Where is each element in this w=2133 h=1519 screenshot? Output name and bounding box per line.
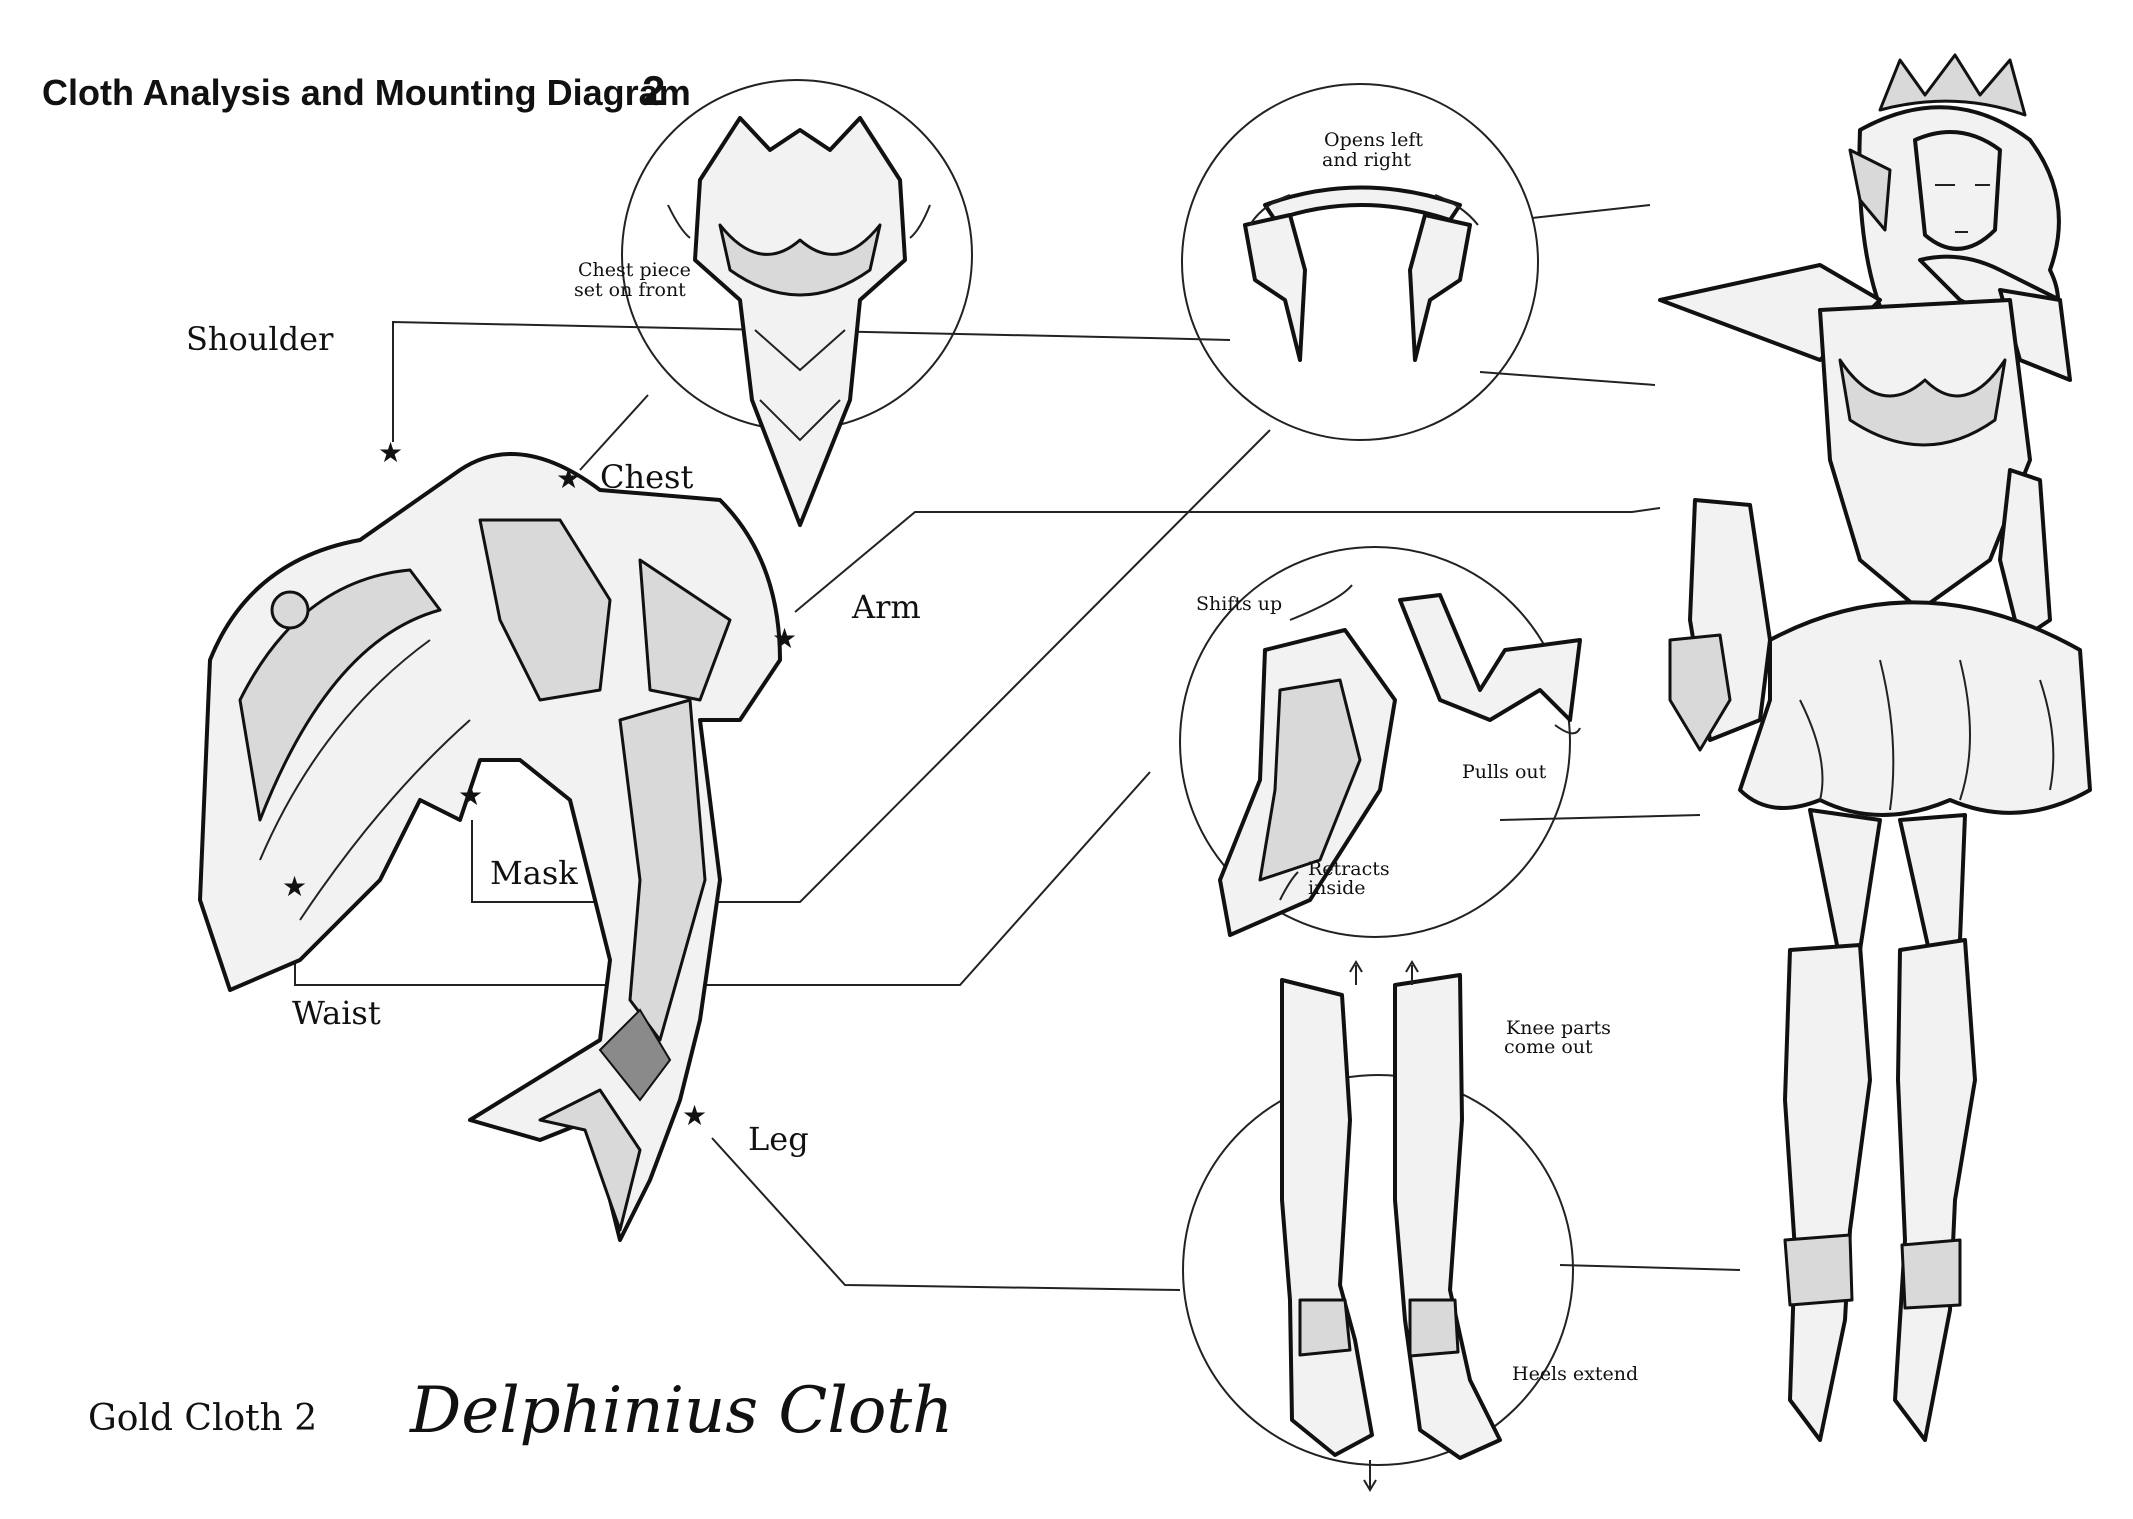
label-arm: Arm bbox=[851, 588, 921, 626]
arm-star: ★ bbox=[772, 622, 797, 655]
chest-star: ★ bbox=[556, 462, 581, 495]
leader-leg-circle bbox=[1559, 1264, 1741, 1271]
arm-note-retracts-line2: inside bbox=[1308, 877, 1366, 899]
leg-note-knee-line2: come out bbox=[1504, 1036, 1593, 1058]
leg-boots-drawing bbox=[1280, 960, 1502, 1492]
label-shoulder: Shoulder bbox=[186, 320, 334, 358]
chest-note-line1: Chest piece bbox=[578, 259, 691, 281]
arm-note-pulls: Pulls out bbox=[1462, 761, 1547, 783]
gold-cloth-subtitle: Gold Cloth 2 bbox=[88, 1398, 317, 1439]
mask-star: ★ bbox=[458, 779, 483, 812]
arm-note-shifts: Shifts up bbox=[1196, 593, 1282, 615]
character-figure bbox=[1658, 53, 2092, 1442]
leader-chest bbox=[579, 394, 649, 471]
leader-chest-circle bbox=[1479, 371, 1656, 386]
mask-drawing bbox=[1243, 185, 1479, 362]
assembled-cloth-drawing bbox=[198, 452, 782, 1242]
label-chest: Chest bbox=[600, 458, 693, 496]
arm-detail-circle bbox=[1179, 546, 1571, 938]
label-mask: Mask bbox=[490, 854, 578, 892]
leg-detail-circle bbox=[1182, 1074, 1574, 1466]
mask-detail-circle bbox=[1181, 83, 1539, 441]
leader-arm bbox=[794, 507, 1661, 613]
leg-star: ★ bbox=[682, 1099, 707, 1132]
chest-piece-drawing bbox=[667, 116, 931, 527]
cloth-name-signature: Delphinius Cloth bbox=[409, 1374, 953, 1448]
leg-note-knee-line1: Knee parts bbox=[1506, 1017, 1611, 1039]
chest-note-line2: set on front bbox=[574, 279, 686, 301]
label-leg: Leg bbox=[748, 1120, 809, 1158]
page-title: Cloth Analysis and Mounting Diagram bbox=[42, 72, 691, 113]
leader-arm-circle bbox=[1499, 814, 1701, 821]
leader-waist bbox=[294, 771, 1151, 986]
arm-drawing bbox=[1218, 584, 1582, 937]
arm-note-retracts-line1: Retracts bbox=[1308, 858, 1390, 880]
waist-star: ★ bbox=[282, 870, 307, 903]
page-title-number: 2 bbox=[642, 67, 665, 114]
shoulder-star: ★ bbox=[378, 436, 403, 469]
leader-mask-circle bbox=[1531, 204, 1651, 219]
leader-leg bbox=[711, 1137, 1181, 1291]
mask-note-line2: and right bbox=[1322, 149, 1411, 171]
leg-note-heels: Heels extend bbox=[1512, 1363, 1638, 1385]
label-waist: Waist bbox=[292, 994, 381, 1032]
mask-note-line1: Opens left bbox=[1324, 129, 1423, 151]
